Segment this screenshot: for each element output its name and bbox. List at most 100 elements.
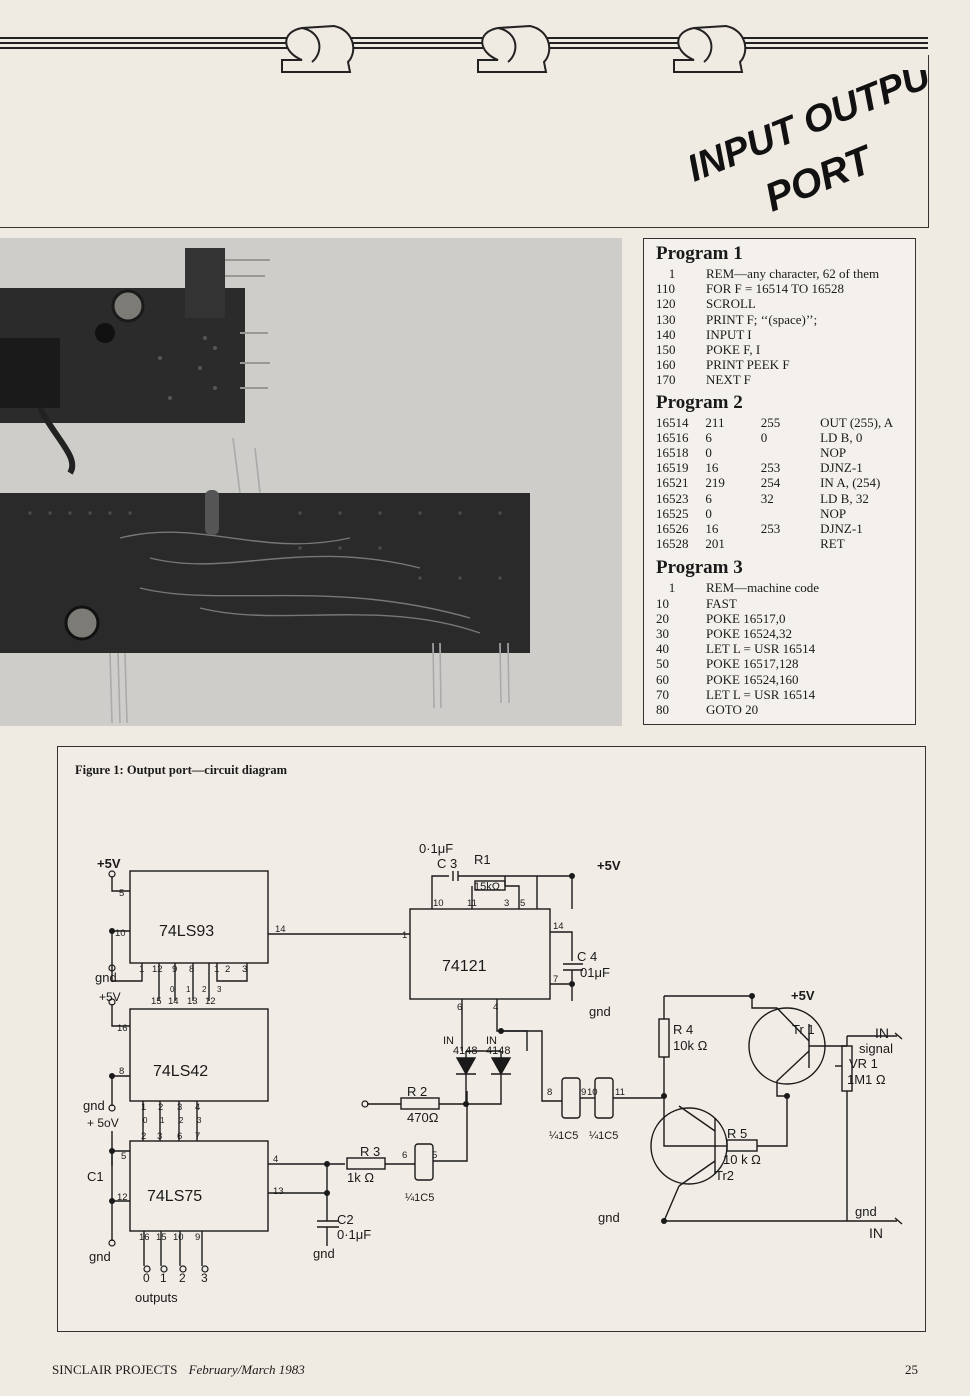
svg-text:1: 1 <box>402 930 407 941</box>
label-r5-value: 10 k Ω <box>723 1152 761 1167</box>
svg-text:9: 9 <box>172 964 177 975</box>
issue-date: February/March 1983 <box>188 1362 305 1377</box>
svg-text:2: 2 <box>225 964 230 975</box>
label-signal: signal <box>859 1041 893 1056</box>
svg-text:3: 3 <box>177 1102 182 1113</box>
label-c3: C 3 <box>437 856 457 871</box>
binder-clip-icon <box>281 24 355 73</box>
svg-text:5: 5 <box>119 888 124 899</box>
svg-text:10: 10 <box>173 1232 184 1243</box>
label-tr2: Tr2 <box>715 1168 734 1183</box>
header-rule <box>0 47 928 49</box>
svg-text:1: 1 <box>139 964 144 975</box>
svg-text:11: 11 <box>615 1087 625 1098</box>
svg-text:15: 15 <box>156 1232 167 1243</box>
label-r1: R1 <box>474 852 491 867</box>
label-output-1: 1 <box>160 1271 167 1285</box>
label-diode-value: 4148 <box>453 1045 477 1057</box>
svg-text:14: 14 <box>168 996 179 1007</box>
svg-text:9: 9 <box>195 1232 200 1243</box>
svg-text:5: 5 <box>121 1151 126 1162</box>
label-r2: R 2 <box>407 1084 427 1099</box>
title-frame <box>0 55 929 228</box>
page-number: 25 <box>905 1362 918 1377</box>
svg-text:1: 1 <box>160 1116 165 1125</box>
label-gate: ¼1C5 <box>549 1130 578 1142</box>
svg-text:9: 9 <box>581 1087 586 1098</box>
label-plus5v: +5V <box>97 856 121 871</box>
svg-text:14: 14 <box>275 924 286 935</box>
svg-text:6: 6 <box>177 1131 182 1142</box>
svg-text:1: 1 <box>141 1102 146 1113</box>
svg-text:16: 16 <box>117 1023 128 1034</box>
label-gnd: gnd <box>855 1204 877 1219</box>
svg-text:16: 16 <box>139 1232 150 1243</box>
ic-label-74ls75: 74LS75 <box>147 1188 202 1205</box>
label-diode-type: IN <box>486 1035 497 1047</box>
svg-text:3: 3 <box>504 898 509 909</box>
magazine-name: SINCLAIR PROJECTS <box>52 1362 178 1377</box>
svg-text:1: 1 <box>186 985 191 994</box>
label-r3: R 3 <box>360 1144 380 1159</box>
label-gnd: gnd <box>598 1210 620 1225</box>
svg-text:12: 12 <box>152 964 163 975</box>
ic-label-74121: 74121 <box>442 958 487 975</box>
label-c2: C2 <box>337 1212 354 1227</box>
ic-label-74ls42: 74LS42 <box>153 1063 208 1080</box>
circuit-board-photo <box>0 238 622 726</box>
svg-text:8: 8 <box>189 964 194 975</box>
label-c3-value: 0·1μF <box>419 841 453 856</box>
ic-74ls42 <box>129 1008 269 1102</box>
label-in: IN <box>869 1225 883 1241</box>
binder-clip-icon <box>673 24 747 73</box>
page-footer: SINCLAIR PROJECTS February/March 1983 <box>52 1362 305 1378</box>
svg-text:3: 3 <box>217 985 222 994</box>
label-gnd: gnd <box>89 1249 111 1264</box>
svg-text:10: 10 <box>115 928 126 939</box>
ic-74ls75 <box>129 1140 269 1232</box>
svg-text:12: 12 <box>117 1192 128 1203</box>
svg-text:3: 3 <box>242 964 247 975</box>
svg-text:10: 10 <box>433 898 444 909</box>
page-title: INPUT OUTPUT PORT <box>690 70 930 220</box>
svg-text:13: 13 <box>187 996 198 1007</box>
svg-text:8: 8 <box>547 1087 552 1098</box>
header-rule <box>0 37 928 39</box>
label-plus5v: +5V <box>597 858 621 873</box>
label-r4-value: 10k Ω <box>673 1038 708 1053</box>
label-output-2: 2 <box>179 1271 186 1285</box>
svg-text:1: 1 <box>214 964 219 975</box>
binder-clip-icon <box>477 24 551 73</box>
label-vr1-value: 1M1 Ω <box>847 1072 886 1087</box>
program3-heading: Program 3 <box>656 557 743 579</box>
label-c4: C 4 <box>577 949 597 964</box>
label-r2-value: 470Ω <box>407 1110 439 1125</box>
label-r5: R 5 <box>727 1126 747 1141</box>
ic-74ls93 <box>129 870 269 964</box>
label-vr1: VR 1 <box>849 1056 878 1071</box>
label-output-0: 0 <box>143 1271 150 1285</box>
svg-text:6: 6 <box>402 1150 407 1161</box>
label-plus5v: +5V <box>99 990 121 1004</box>
svg-text:6: 6 <box>457 1002 462 1013</box>
ic-74121 <box>409 908 551 1000</box>
svg-text:5: 5 <box>432 1150 437 1161</box>
